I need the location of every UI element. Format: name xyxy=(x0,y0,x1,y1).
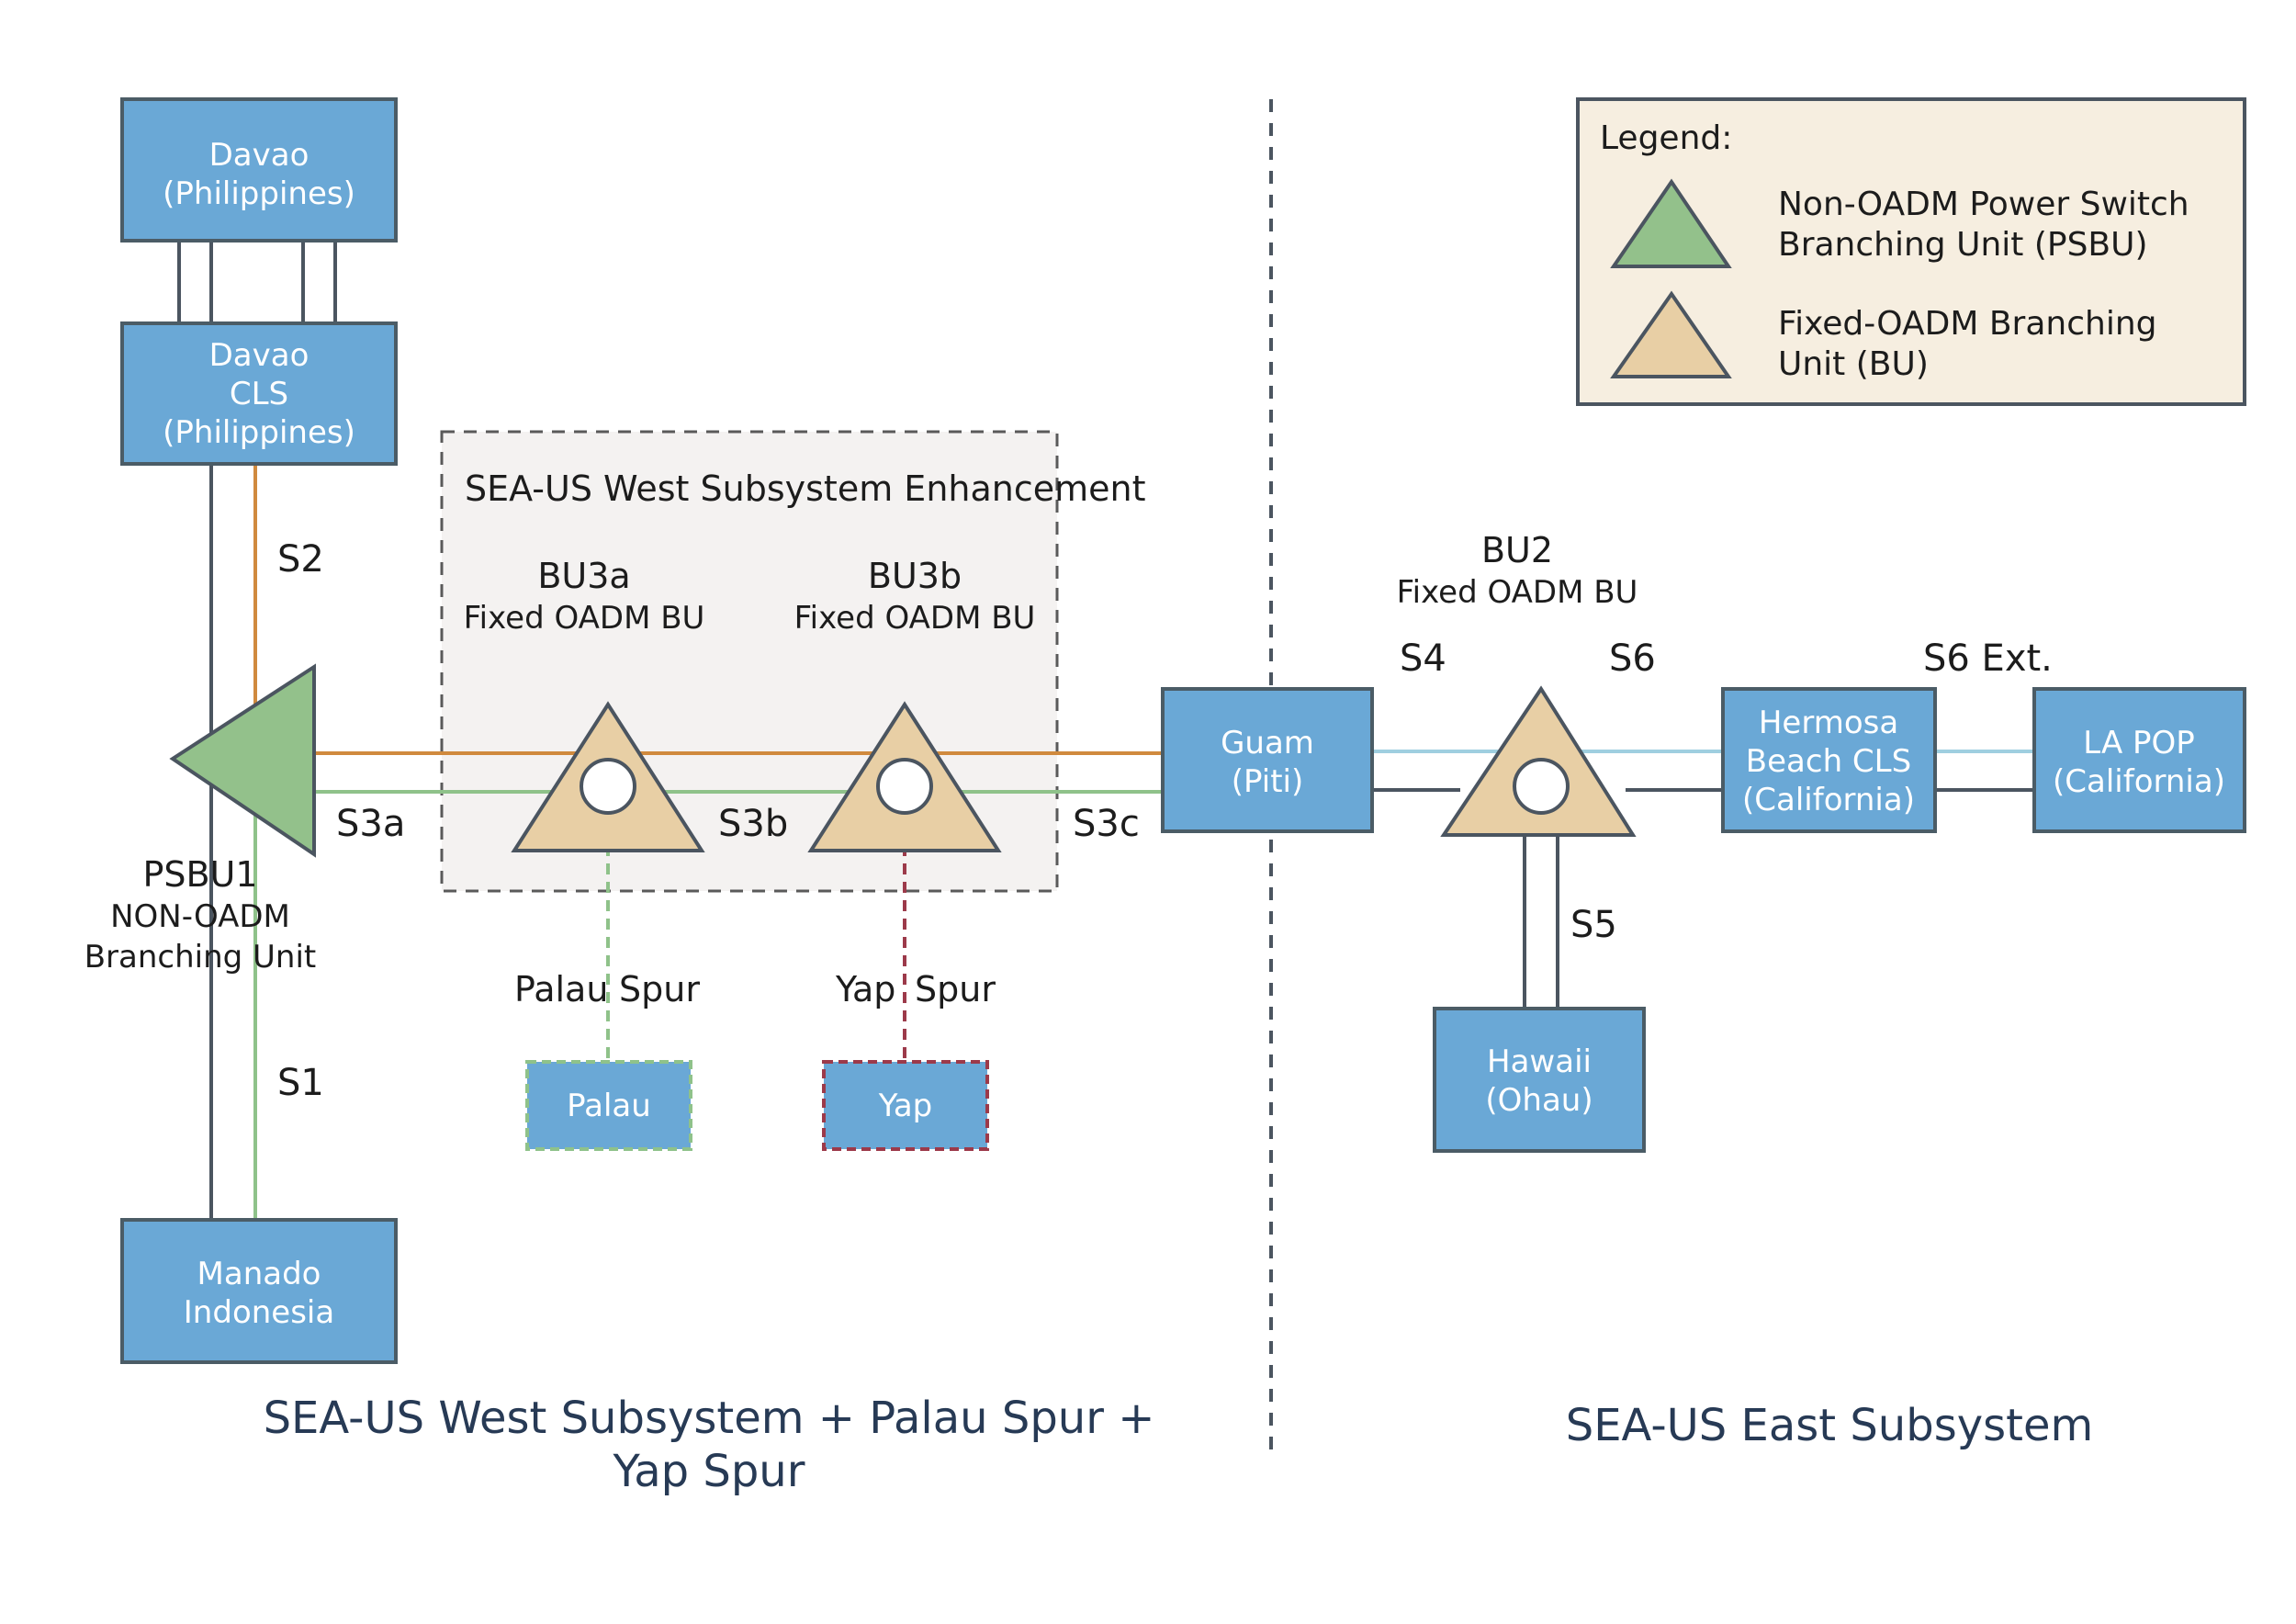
bu3b-name: BU3b xyxy=(868,556,962,596)
svg-text:Davao: Davao xyxy=(209,337,310,374)
bu3a-unit xyxy=(511,701,705,852)
psbu1-name: PSBU1 xyxy=(142,854,257,895)
bu2-unit xyxy=(1440,685,1637,837)
yap-spur-label-a: Yap xyxy=(835,969,895,1009)
yap-spur-label-b: Spur xyxy=(915,969,996,1009)
legend-bu-icon xyxy=(1610,290,1732,378)
node-davao-cls: Davao CLS (Philippines) xyxy=(120,321,398,466)
svg-text:Branching Unit (PSBU): Branching Unit (PSBU) xyxy=(1778,226,2148,264)
svg-text:Fixed-OADM Branching: Fixed-OADM Branching xyxy=(1778,305,2157,343)
segment-s4: S4 xyxy=(1400,637,1446,680)
west-subsystem-caption-line1: SEA-US West Subsystem + Palau Spur + xyxy=(264,1393,1155,1444)
node-la-pop: LA POP (California) xyxy=(2032,687,2246,833)
bu3a-desc: Fixed OADM BU xyxy=(464,600,705,637)
enhancement-title: SEA-US West Subsystem Enhancement xyxy=(465,468,1146,509)
bu3b-unit xyxy=(807,701,1002,852)
svg-text:Non-OADM Power Switch: Non-OADM Power Switch xyxy=(1778,186,2189,223)
bu2-name: BU2 xyxy=(1481,530,1553,570)
segment-s6: S6 xyxy=(1609,637,1656,680)
legend-psbu-icon xyxy=(1610,178,1732,268)
node-manado: Manado Indonesia xyxy=(120,1218,398,1364)
segment-s6-ext: S6 Ext. xyxy=(1923,637,2053,680)
node-hawaii: Hawaii (Ohau) xyxy=(1433,1007,1646,1153)
svg-text:CLS: CLS xyxy=(230,376,288,412)
node-hermosa: Hermosa Beach CLS (California) xyxy=(1721,687,1937,833)
legend-title: Legend: xyxy=(1600,119,1732,157)
svg-text:Manado: Manado xyxy=(197,1256,321,1292)
svg-text:Palau: Palau xyxy=(567,1088,651,1124)
palau-spur-label-b: Spur xyxy=(619,969,700,1009)
svg-text:(Philippines): (Philippines) xyxy=(163,414,355,451)
svg-text:(Piti): (Piti) xyxy=(1232,763,1304,800)
svg-text:Beach CLS: Beach CLS xyxy=(1746,743,1911,780)
psbu1-line1: NON-OADM xyxy=(110,898,290,935)
segment-s3b: S3b xyxy=(718,803,788,845)
node-yap: Yap xyxy=(822,1060,989,1151)
segment-s1: S1 xyxy=(277,1062,324,1104)
svg-text:LA POP: LA POP xyxy=(2083,725,2195,761)
svg-text:Yap: Yap xyxy=(878,1088,933,1124)
svg-text:(California): (California) xyxy=(2053,763,2225,800)
node-guam: Guam (Piti) xyxy=(1161,687,1374,833)
bu2-desc: Fixed OADM BU xyxy=(1397,574,1638,611)
svg-text:Unit (BU): Unit (BU) xyxy=(1778,345,1929,383)
svg-text:Hermosa: Hermosa xyxy=(1759,705,1898,741)
segment-s2: S2 xyxy=(277,538,324,581)
segment-s3a: S3a xyxy=(336,803,405,845)
legend: Legend: Non-OADM Power Switch Branching … xyxy=(1576,97,2246,406)
svg-text:(Philippines): (Philippines) xyxy=(163,175,355,212)
node-davao: Davao (Philippines) xyxy=(120,97,398,242)
svg-text:Hawaii: Hawaii xyxy=(1487,1043,1592,1080)
svg-text:(Ohau): (Ohau) xyxy=(1485,1082,1593,1119)
segment-s5: S5 xyxy=(1570,904,1617,946)
psbu1-triangle xyxy=(169,663,316,858)
palau-spur-label-a: Palau xyxy=(514,969,608,1009)
svg-text:Guam: Guam xyxy=(1221,725,1314,761)
east-subsystem-caption: SEA-US East Subsystem xyxy=(1566,1400,2093,1451)
psbu1-line2: Branching Unit xyxy=(84,939,317,976)
segment-s3c: S3c xyxy=(1073,803,1140,845)
node-palau: Palau xyxy=(525,1060,692,1151)
bu3b-desc: Fixed OADM BU xyxy=(794,600,1036,637)
west-subsystem-caption-line2: Yap Spur xyxy=(613,1446,805,1497)
svg-text:Davao: Davao xyxy=(209,137,310,174)
svg-text:Indonesia: Indonesia xyxy=(184,1294,334,1331)
bu3a-name: BU3a xyxy=(537,556,630,596)
svg-text:(California): (California) xyxy=(1742,782,1915,818)
